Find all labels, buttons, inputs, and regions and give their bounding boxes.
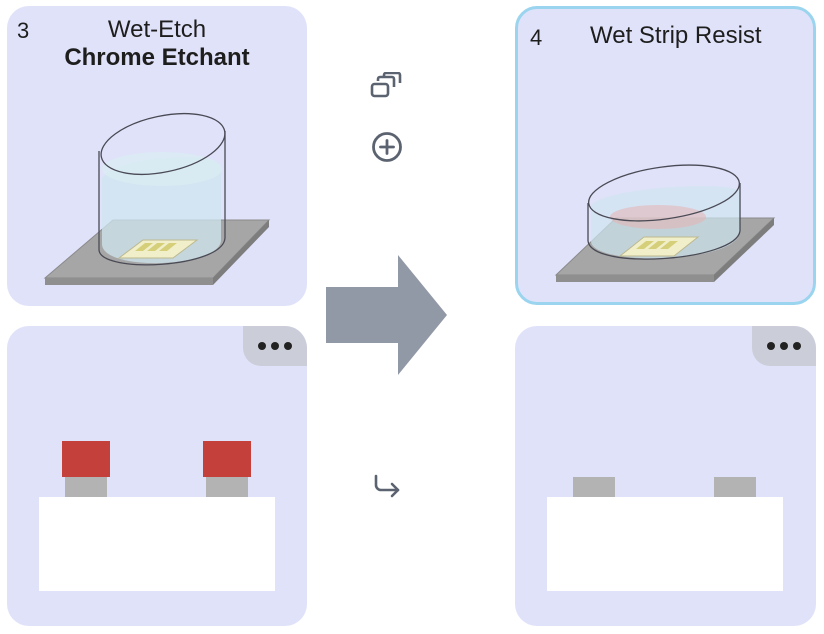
substrate (547, 497, 783, 591)
step-subtitle: Chrome Etchant (64, 44, 250, 71)
flow-link-button[interactable] (372, 473, 404, 501)
chrome-feature-right (714, 477, 756, 497)
plate-side (714, 218, 774, 282)
chrome-feature-left (573, 477, 615, 497)
chrome-pattern (135, 243, 177, 251)
step-number: 3 (17, 18, 30, 43)
wafer-chip (117, 239, 199, 259)
wet-etch-bath-illustration (43, 112, 271, 285)
chrome-pattern (636, 241, 678, 249)
add-step-button[interactable] (371, 131, 403, 163)
step-card-4[interactable]: 4 Wet Strip Resist (515, 6, 816, 305)
step-number: 4 (530, 25, 543, 50)
chrome-feature-left (65, 477, 107, 497)
step-title: Wet Strip Resist (590, 22, 762, 49)
more-options-button[interactable] (243, 326, 307, 366)
more-dots-icon (767, 342, 801, 350)
plate-front (45, 278, 213, 285)
duplicate-icon (370, 72, 402, 98)
beaker-rim (100, 112, 226, 176)
plate-side (213, 220, 269, 285)
add-circle-icon (372, 132, 402, 162)
resist-feature-left (62, 441, 110, 477)
arrow-return-icon (374, 474, 400, 498)
step-title: Wet-Etch (107, 16, 207, 43)
chrome-feature-right (206, 477, 248, 497)
more-dots-icon (258, 342, 292, 350)
duplicate-button[interactable] (370, 72, 404, 100)
cross-section-diagram (39, 441, 275, 591)
resist-haze (610, 205, 706, 229)
more-options-button[interactable] (752, 326, 816, 366)
substrate (39, 497, 275, 591)
wet-strip-bath-illustration (554, 164, 776, 282)
cross-section-diagram (547, 477, 783, 591)
liquid-surface (102, 152, 222, 186)
cross-section-card-3 (7, 326, 307, 626)
dish-base (587, 230, 741, 260)
plate-front (556, 275, 714, 282)
process-arrow-icon (326, 255, 447, 375)
beaker-base (98, 237, 226, 266)
resist-feature-right (203, 441, 251, 477)
dish-rim (588, 164, 740, 222)
cross-section-card-4 (515, 326, 816, 626)
step-card-3[interactable]: 3 Wet-Etch Chrome Etchant (7, 6, 307, 306)
